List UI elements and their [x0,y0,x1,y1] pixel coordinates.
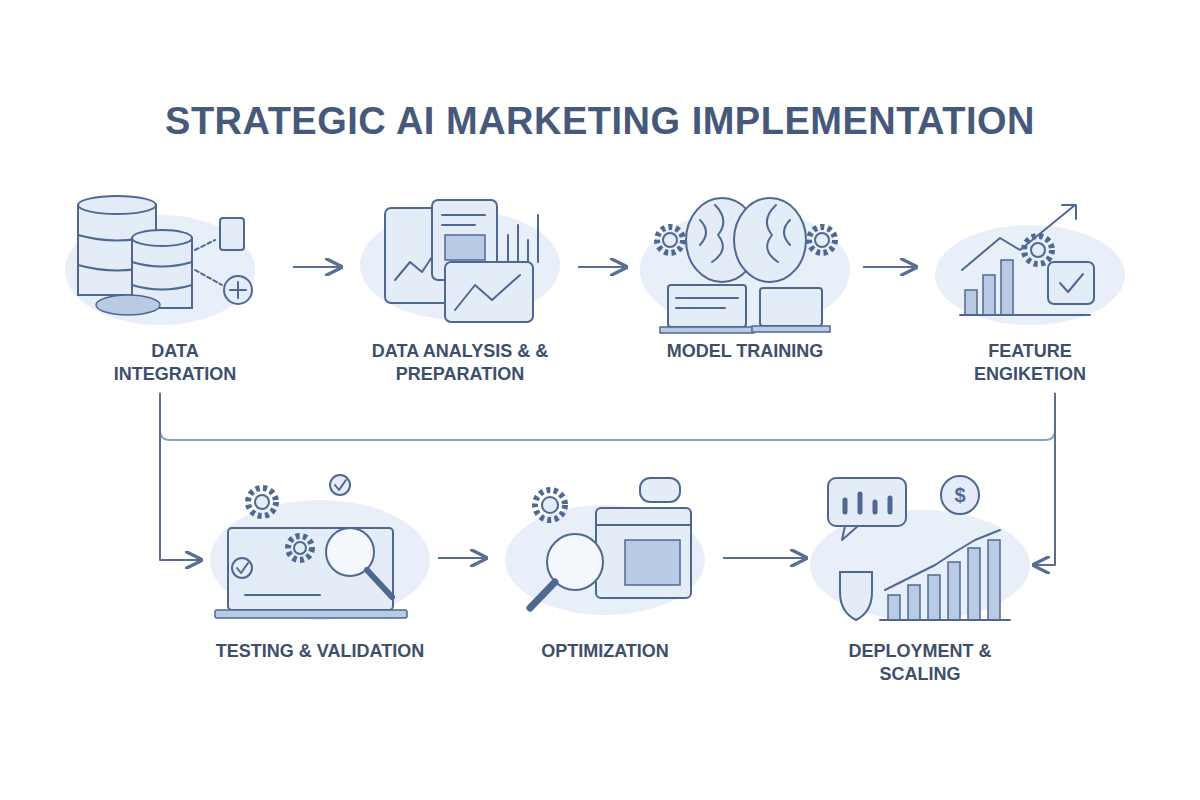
stage-node: MODEL TRAINING [630,195,860,367]
stage-label: DATA ANALYSIS & & PREPARATION [369,340,551,387]
stage-node: DATA INTEGRATION [60,195,290,391]
icon-stroke [935,225,1125,325]
analysis-icon [360,200,560,322]
icon-stroke [668,285,746,327]
icon-stroke [132,230,192,246]
icon-stroke [1001,260,1013,315]
icon-stroke [232,558,252,578]
icon-stroke [965,290,977,315]
icon-stroke [230,282,246,298]
icon-stroke [1060,274,1083,292]
testing-icon [210,475,430,620]
stage-label: FEATURE ENGIKETION [955,340,1105,387]
icon-stroke [842,526,858,540]
icon-stroke [195,240,222,285]
icon-stroke [542,497,558,513]
icon-stroke [968,548,980,620]
stage-node: DEPLOYMENT & SCALING [810,470,1030,691]
icon-stroke [1048,262,1094,304]
stage-label: TESTING & VALIDATION [205,640,435,663]
icon-stroke [700,205,790,262]
database-icon [65,196,255,325]
deployment-icon [810,476,1030,620]
icon-stroke [237,563,248,573]
brain-icon [640,198,850,333]
stage-label: OPTIMIZATION [490,640,720,663]
icon-stroke [530,582,555,608]
optimization-icon [505,478,705,615]
icon-stroke [840,572,872,620]
icon-stroke [948,562,960,620]
icon-stroke [885,530,1000,590]
icon-stroke [215,610,407,618]
icon-stroke [1024,236,1052,264]
icon-stroke [962,205,1076,270]
icon-stroke [809,227,835,253]
growth-icon [935,205,1125,325]
icon-stroke [367,570,392,597]
icon-stroke [888,595,900,620]
icon-stroke [132,262,192,290]
stage-node: TESTING & VALIDATION [205,470,435,667]
icon-stroke [983,275,995,315]
flow-arrow [438,557,486,559]
flow-arrow [160,393,201,560]
stage-label: DEPLOYMENT & SCALING [810,640,1030,687]
icon-stroke [255,495,269,509]
icon-stroke [535,490,565,520]
icon-stroke [941,476,979,514]
icon-stroke [248,488,276,516]
icon-stroke [245,594,320,596]
icon-stroke [928,575,940,620]
icon-stroke [78,196,156,214]
icon-stroke [960,314,1090,316]
stage-label: MODEL TRAINING [635,340,855,363]
icon-stroke [988,540,1000,620]
stage-node: OPTIMIZATION [490,470,720,667]
icon-stroke [96,295,160,315]
icon-stroke [505,505,705,615]
icon-stroke [210,500,430,620]
icon-stroke [508,215,538,262]
flow-arrow [863,266,916,268]
flow-arrow [1034,393,1055,565]
icon-stroke [224,276,252,304]
icon-stroke [815,233,829,247]
icon-stroke [330,475,350,495]
icon-stroke [676,298,738,308]
icon-stroke [1031,243,1045,257]
icon-stroke [625,540,680,585]
icon-stroke [752,326,830,332]
icon-stroke [220,218,244,250]
icon-stroke [663,233,677,247]
icon-stroke [657,227,683,253]
icon-stroke [760,288,822,326]
icon-stroke [596,524,691,526]
icon-stroke [596,508,691,598]
icon-stroke [335,480,346,490]
icon-stroke [294,542,306,554]
icon-stroke [455,275,520,310]
icon-stroke [640,478,680,502]
icon-stroke [442,215,485,225]
coin-symbol: $ [954,484,965,507]
icon-stroke [445,262,533,322]
flow-arrow [723,557,806,559]
icon-stroke [845,494,890,512]
icon-stroke [908,585,920,620]
diagram-title: STRATEGIC AI MARKETING IMPLEMENTATION [0,100,1200,143]
stage-node: DATA ANALYSIS & & PREPARATION [345,195,575,391]
stage-label: DATA INTEGRATION [100,340,250,387]
flow-arrow [293,266,341,268]
icon-stroke [828,478,906,526]
icon-stroke [288,536,312,560]
icon-stroke [880,619,1010,621]
icon-stroke [445,235,485,260]
bracket-line [160,430,1055,440]
icon-stroke [660,327,754,333]
stage-node: FEATURE ENGIKETION [920,195,1140,391]
icon-stroke [228,528,393,610]
flow-arrow [578,266,626,268]
